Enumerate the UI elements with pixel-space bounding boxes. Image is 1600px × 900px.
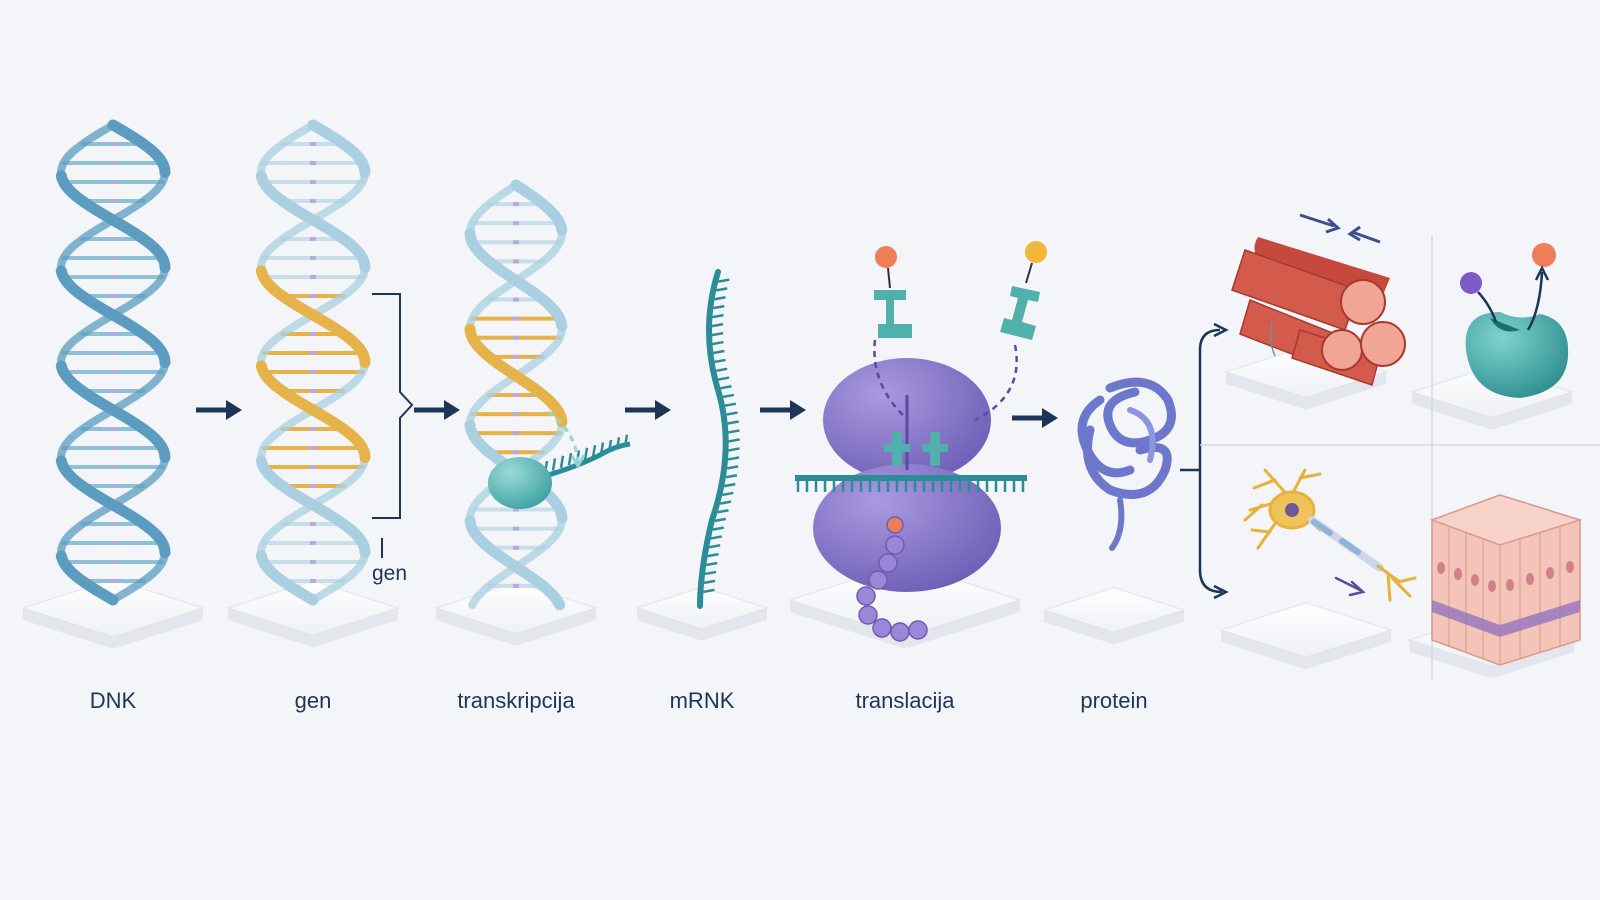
muscle-fiber-icon (1231, 213, 1406, 386)
pedestal-group (21, 345, 1577, 679)
flow-arrows (196, 400, 1058, 428)
enzyme-icon (1460, 243, 1569, 398)
gene-helix-icon (255, 119, 371, 606)
pedestal (1219, 602, 1393, 670)
pedestal (21, 578, 205, 649)
neuron-icon (1243, 468, 1417, 602)
pedestal (1042, 587, 1186, 645)
gene-bracket (372, 293, 414, 558)
label-dna: DNK (89, 688, 137, 713)
rna-polymerase-icon (488, 410, 631, 509)
transcription-helix-icon (464, 179, 568, 611)
branch-arrows (1180, 322, 1229, 600)
pedestal (434, 581, 598, 646)
label-protein: protein (1080, 688, 1148, 713)
label-mrna: mRNK (669, 688, 735, 713)
pedestal (226, 580, 400, 648)
label-translation: translacija (855, 688, 955, 713)
protein-fold-icon (1077, 377, 1176, 551)
gene-bracket-label: gen (372, 562, 408, 585)
dna-helix-icon (55, 119, 171, 606)
epithelium-tissue-icon (1429, 494, 1583, 666)
amino-acid-chain (856, 516, 928, 642)
trna-icon (874, 241, 1047, 340)
ribosome-icon (795, 339, 1027, 592)
label-transcription: transkripcija (457, 688, 575, 713)
label-gene: gen (294, 688, 332, 713)
mrna-strand-icon (697, 269, 740, 609)
